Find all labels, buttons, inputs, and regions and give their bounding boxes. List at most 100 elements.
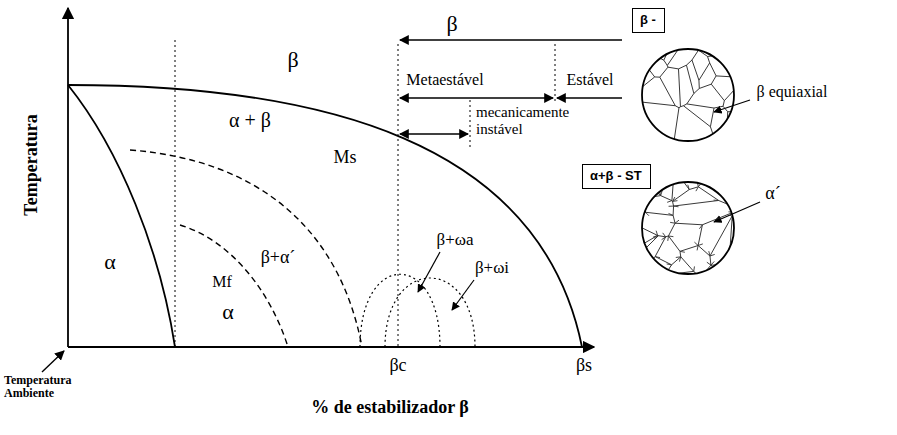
composition-axis <box>68 346 594 348</box>
box-label: β - <box>640 12 656 28</box>
martensite-needle <box>710 254 715 256</box>
martensite-needle <box>667 263 672 265</box>
micrograph-label: β equiaxial <box>757 83 828 101</box>
martensite-needle <box>676 256 681 258</box>
martensite-needle <box>742 280 744 284</box>
temperature-axis <box>67 8 69 347</box>
range-label: β <box>446 12 457 36</box>
martensite-needle <box>692 172 696 176</box>
martensite-needle <box>677 172 679 177</box>
range-label: Estável <box>566 71 613 89</box>
equiaxed-grains <box>632 39 744 151</box>
unstable-divider <box>470 100 471 150</box>
martensite-needle <box>674 172 677 176</box>
martensite-needle <box>648 263 653 264</box>
martensite-needle <box>740 256 744 259</box>
martensite-needle <box>663 281 667 284</box>
leader-arrow <box>42 351 64 372</box>
box-label: α+β - ST <box>590 168 642 184</box>
range-arrow <box>400 39 622 40</box>
ms-curve <box>130 150 362 347</box>
axis-tick-label: βc <box>389 356 406 376</box>
grain-boundary <box>632 39 744 151</box>
martensite-needle <box>632 259 636 262</box>
martensite-needle <box>674 206 679 208</box>
range-arrow <box>400 97 553 98</box>
martensite-needle <box>669 206 674 207</box>
range-arrow <box>400 133 468 134</box>
martensite-needle <box>675 220 679 223</box>
martensite-needle <box>698 244 703 246</box>
martensite-needle <box>648 259 649 264</box>
mf-curve <box>180 225 288 347</box>
label-box: α+β - ST <box>582 164 651 189</box>
martensite-needle <box>673 200 678 202</box>
martensite-needle <box>645 198 648 202</box>
martensite-needle <box>741 259 744 263</box>
martensite-needle <box>709 251 710 256</box>
phase-label: α <box>104 250 116 274</box>
range-label: Metaestável <box>406 71 483 89</box>
martensite-needle <box>658 277 663 278</box>
martensite-needle <box>663 233 666 237</box>
martensite-needle <box>725 267 726 272</box>
range-label: mecanicamente instável <box>476 104 586 137</box>
martensite-needle <box>662 237 666 240</box>
martensite-needle <box>737 208 738 213</box>
martensite-needle <box>707 262 711 265</box>
axis-title: % de estabilizador β <box>311 398 469 418</box>
micrograph-circle <box>642 49 734 141</box>
martensite-needle <box>645 212 649 216</box>
martensite-needle <box>632 225 635 229</box>
beta-c-divider <box>398 44 399 347</box>
martensite-needle <box>632 264 636 267</box>
martensite-needle <box>740 267 744 269</box>
martensite-needle <box>655 257 660 258</box>
alpha-boundary-curve <box>68 85 175 347</box>
martensite-needle <box>664 270 666 275</box>
martensite-needle <box>653 235 658 237</box>
martensite-needle <box>711 261 714 265</box>
micrograph-circle <box>642 182 734 274</box>
curve-label: Mf <box>212 273 232 291</box>
martensite-needle <box>679 257 680 262</box>
martensite-needle <box>693 266 695 271</box>
leader-arrow <box>418 252 440 292</box>
martensite-needle <box>734 205 737 209</box>
martensite-needle <box>688 185 689 190</box>
stable-divider <box>555 44 556 104</box>
martensite-needle <box>668 235 673 237</box>
martensite-needle <box>665 274 670 275</box>
leader-arrow <box>714 202 760 222</box>
martensite-needle <box>727 267 732 269</box>
range-arrow <box>557 97 622 98</box>
martensite-needle <box>670 222 675 224</box>
martensite-needle <box>632 282 637 284</box>
martensite-needle <box>667 236 669 241</box>
phase-label: α + β <box>229 109 271 131</box>
martensite-needle <box>632 220 633 225</box>
omega-isothermal-dome <box>385 278 475 347</box>
martensite-needle <box>725 264 730 266</box>
axis-title: Temperatura <box>22 114 42 215</box>
omega-athermal-dome <box>360 274 440 347</box>
phase-label: α <box>222 300 234 324</box>
martensite-needle <box>694 242 698 245</box>
martensite-needle <box>714 200 719 201</box>
martensite-needle <box>665 274 670 275</box>
martensite-needle <box>700 283 705 284</box>
martensite-needle <box>697 246 698 251</box>
label-box: β - <box>632 8 665 33</box>
martensite-needle <box>669 213 674 215</box>
martensite-needle <box>726 256 729 260</box>
martensite-needle <box>632 249 637 251</box>
phase-label: β+α´ <box>261 248 296 268</box>
dotted-divider <box>175 40 176 347</box>
martensite-needle <box>695 277 700 279</box>
martensite-needle <box>739 172 744 174</box>
phase-label: β <box>287 48 298 72</box>
curve-label: Ms <box>333 148 356 168</box>
phase-label: β+ωi <box>475 259 509 278</box>
martensite-needle <box>732 208 737 209</box>
